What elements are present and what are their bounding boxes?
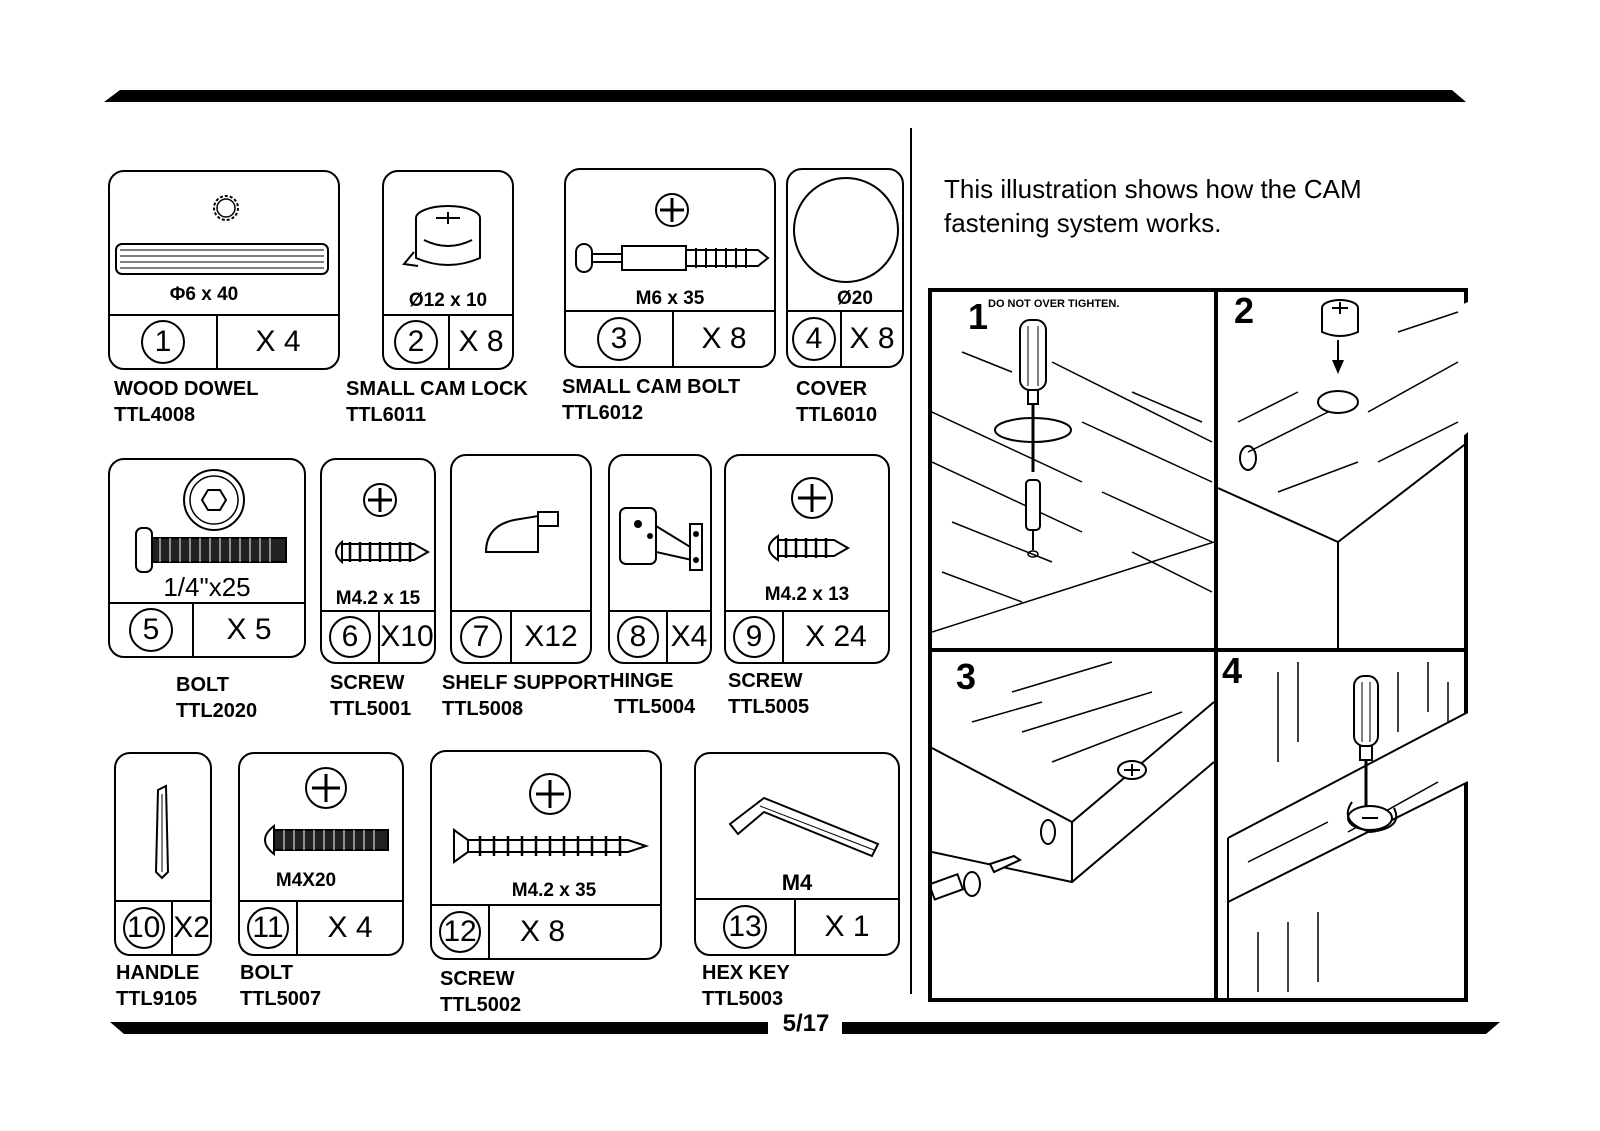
step-number: 2 (1234, 290, 1255, 331)
part-quantity: X 24 (805, 620, 867, 653)
step-2-illustration (1218, 299, 1468, 648)
part-number: 8 (617, 616, 659, 658)
part-number: 3 (597, 317, 641, 361)
part-number: 7 (460, 616, 502, 658)
page-number: 5/17 (782, 1010, 830, 1037)
part-card-screw-15: M4.2 x 15 6 X10 (320, 458, 436, 664)
part-quantity: X4 (670, 620, 708, 653)
bolt-icon (264, 767, 389, 857)
part-spec: M6 x 35 (635, 288, 705, 309)
footer-bar (110, 1022, 1500, 1034)
part-number: 2 (394, 320, 438, 364)
part-card-shelf-support: 7 X12 (450, 454, 592, 664)
handle-icon (154, 784, 170, 880)
hex-key-icon (728, 796, 880, 858)
part-number: 9 (733, 616, 775, 658)
part-card-small-cam-bolt: M6 x 35 3 X 8 (564, 168, 776, 368)
part-number: 13 (723, 905, 767, 949)
part-quantity: X 1 (824, 910, 870, 943)
part-quantity: X2 (173, 911, 210, 944)
step-number: 3 (956, 656, 977, 697)
part-spec: M4X20 (275, 870, 337, 891)
part-card-small-cam-lock: Ø12 x 10 2 X 8 (382, 170, 514, 370)
part-quantity: X12 (524, 620, 578, 653)
part-card-bolt: 1/4"x25 5 X 5 (108, 458, 306, 658)
part-spec: 1/4"x25 (163, 572, 251, 602)
part-spec: Ø20 (837, 288, 873, 309)
intro-text: This illustration shows how the CAM fast… (944, 174, 1362, 238)
part-card-screw-13: M4.2 x 13 9 X 24 (724, 454, 890, 664)
part-number: 5 (129, 608, 173, 652)
part-number: 12 (439, 911, 481, 953)
part-quantity: X 5 (226, 613, 272, 646)
part-spec: M4 (781, 870, 813, 895)
part-spec: Φ6 x 40 (169, 284, 239, 305)
part-quantity: X 8 (849, 322, 895, 355)
part-quantity: X 8 (520, 915, 566, 948)
part-card-wood-dowel: Φ6 x 40 1 X 4 (108, 170, 340, 370)
screw-icon (768, 477, 851, 562)
part-card-screw-35: M4.2 x 35 12 X 8 (430, 750, 662, 960)
step-number: 4 (1222, 650, 1243, 691)
step-4-illustration (1227, 662, 1468, 1002)
cam-steps-grid: 1 DO NOT OVER TIGHTEN. 2 (928, 288, 1468, 1002)
part-spec: M4.2 x 15 (335, 588, 421, 609)
step-1-illustration (932, 319, 1214, 633)
part-spec: M4.2 x 13 (764, 584, 850, 605)
screw-icon (335, 483, 431, 565)
part-quantity: X 8 (458, 325, 504, 358)
part-quantity: X 8 (701, 322, 747, 355)
part-card-handle: 10 X2 (114, 752, 212, 956)
part-number: 11 (247, 907, 289, 949)
bolt-icon (135, 469, 287, 573)
step-3-illustration (932, 652, 1214, 901)
wood-dowel-icon (115, 195, 329, 275)
cover-icon (793, 177, 899, 283)
screw-icon (453, 773, 650, 864)
part-card-hinge: 8 X4 (608, 454, 712, 664)
cam-lock-icon (402, 205, 481, 267)
shelf-support-icon (484, 511, 559, 553)
part-spec: Ø12 x 10 (408, 290, 488, 311)
cam-bolt-icon (575, 193, 770, 273)
part-quantity: X 4 (327, 911, 373, 944)
part-card-hex-key: M4 13 X 1 (694, 752, 900, 956)
part-number: 4 (792, 317, 836, 361)
step-number: 1 (968, 296, 989, 337)
header-bar (104, 90, 1466, 102)
part-quantity: X 4 (255, 325, 301, 358)
part-card-bolt-m4: M4X20 11 X 4 (238, 752, 404, 956)
column-divider (910, 128, 912, 994)
hinge-icon (619, 507, 703, 571)
step-note: DO NOT OVER TIGHTEN. (988, 298, 1120, 310)
part-spec: M4.2 x 35 (511, 880, 597, 901)
part-number: 1 (141, 320, 185, 364)
part-card-cover: Ø20 4 X 8 (786, 168, 904, 368)
part-number: 10 (122, 907, 165, 949)
part-number: 6 (329, 616, 371, 658)
part-quantity: X10 (380, 620, 434, 653)
